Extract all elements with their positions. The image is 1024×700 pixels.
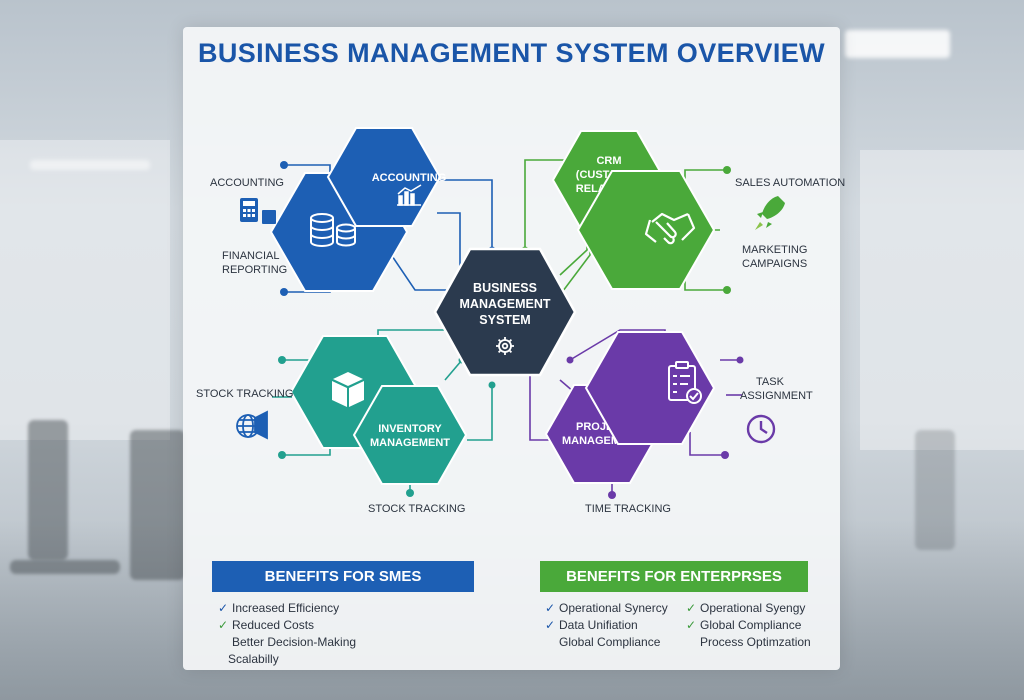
bg-chair [10, 560, 120, 574]
inventory-hex-label-1: INVENTORY [378, 423, 442, 435]
benefits-enterprises-list-2: ✓Operational Syengy ✓Global Compliance P… [686, 600, 811, 651]
rocket-icon [755, 196, 785, 230]
page-title: BUSINESS MANAGEMENT SYSTEM OVERVIEW [197, 38, 826, 68]
list-item: Global Compliance [559, 635, 661, 649]
task-label-2: ASSIGNMENT [740, 390, 813, 402]
inventory-hex-label-2: MANAGEMENT [370, 437, 450, 449]
benefits-smes-heading: BENEFITS FOR SMES [212, 561, 474, 592]
list-item: Better Decision-Making [232, 635, 357, 649]
benefits-enterprises-heading: BENEFITS FOR ENTERPRSES [540, 561, 808, 592]
bg-ceiling-light [845, 30, 950, 58]
project-clipboard-hex[interactable] [584, 331, 716, 445]
crm-hex-label-1: CRM [596, 155, 621, 167]
bg-chair [915, 430, 955, 550]
financial-label-1: FINANCIAL [222, 250, 279, 262]
calculator-icon [240, 198, 276, 224]
accounting-hex[interactable]: ACCOUNTING [326, 127, 447, 227]
list-item: Process Optimzation [700, 635, 811, 649]
stock-tracking-bottom-label: STOCK TRACKING [368, 503, 465, 515]
stock-tracking-side-label: STOCK TRACKING [196, 388, 293, 400]
bg-ceiling-light [30, 160, 150, 170]
bg-window-right [860, 150, 1024, 450]
bg-chair [130, 430, 185, 580]
center-label-1: BUSINESS [473, 281, 537, 295]
check-icon: ✓ [218, 618, 229, 632]
box-icon [332, 372, 364, 407]
list-item: ✓Operational Syengy [686, 601, 806, 615]
task-label-1: TASK [756, 376, 785, 388]
marketing-label-1: MARKETING [742, 244, 807, 256]
coins-icon [310, 213, 356, 247]
financial-label-2: REPORTING [222, 264, 287, 276]
handshake-icon [644, 212, 696, 245]
center-system-hex[interactable]: BUSINESS MANAGEMENT SYSTEM [433, 247, 577, 377]
time-tracking-label: TIME TRACKING [585, 503, 671, 515]
check-icon: ✓ [545, 618, 556, 632]
check-icon: ✓ [686, 601, 697, 615]
inventory-hex[interactable]: INVENTORY MANAGEMENT [352, 385, 468, 485]
list-item: ✓Operational Synercy [545, 601, 668, 615]
list-item: ✓Global Compliance [686, 618, 802, 632]
accounting-hex-label: ACCOUNTING [372, 172, 447, 184]
crm-handshake-hex[interactable] [576, 170, 716, 290]
gear-icon [496, 337, 514, 355]
list-item: ✓Data Unifiation [545, 618, 638, 632]
clipboard-check-icon [668, 361, 702, 404]
bar-chart-icon [397, 184, 422, 206]
check-icon: ✓ [686, 618, 697, 632]
center-label-2: MANAGEMENT [460, 297, 551, 311]
globe-megaphone-icon [236, 410, 268, 440]
accounting-side-label: ACCOUNTING [210, 177, 284, 189]
list-item: ✓Increased Efficiency [218, 601, 340, 615]
bg-chair [28, 420, 68, 560]
benefits-smes-list: ✓Increased Efficiency ✓Reduced Costs Bet… [218, 600, 356, 668]
list-item: ✓Reduced Costs [218, 618, 315, 632]
center-label-3: SYSTEM [479, 313, 530, 327]
check-icon: ✓ [545, 601, 556, 615]
marketing-label-2: CAMPAIGNS [742, 258, 807, 270]
bg-window-left [0, 140, 170, 440]
sales-automation-label: SALES AUTOMATION [735, 177, 845, 189]
list-item: Scalabilly [228, 652, 279, 666]
benefits-enterprises-list-1: ✓Operational Synercy ✓Data Unifiation Gl… [545, 600, 668, 651]
clock-icon [746, 414, 776, 444]
check-icon: ✓ [218, 601, 229, 615]
